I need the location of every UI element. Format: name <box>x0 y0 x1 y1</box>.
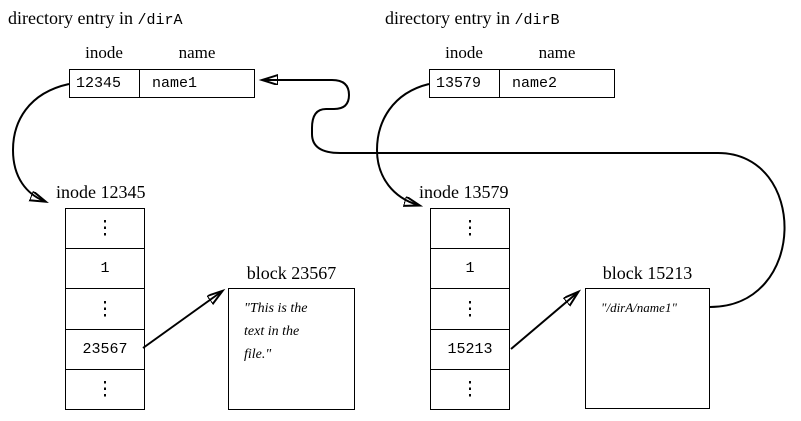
inode-13579-row-link-count: 1 <box>431 249 509 290</box>
title-dirB-path: /dirB <box>514 12 560 29</box>
arrow-inode12345-to-block23567 <box>142 292 221 349</box>
inode-13579-row-dots-2: ⋮ <box>431 289 509 330</box>
dirB-header-inode: inode <box>445 43 483 62</box>
arrow-inode13579-to-block15213 <box>510 293 577 350</box>
inode-12345-row-link-count: 1 <box>66 249 144 290</box>
title-dirA-path: /dirA <box>137 12 183 29</box>
block-23567-line-1: "This is the <box>244 301 308 316</box>
dirB-name-cell: name2 <box>512 75 558 92</box>
dirB-header-name: name <box>538 43 576 62</box>
title-dirA: directory entry in /dirA <box>8 8 182 29</box>
dirA-name-cell: name1 <box>152 75 198 92</box>
block-15213-line-1: "/dirA/name1" <box>601 300 677 315</box>
inode-12345-row-block-ptr: 23567 <box>66 330 144 370</box>
title-dirA-prefix: directory entry in <box>8 8 138 28</box>
block-15213-box: "/dirA/name1" <box>585 288 710 409</box>
block-15213-text: "/dirA/name1" <box>586 289 709 319</box>
inode-13579-row-dots-1: ⋮ <box>431 209 509 250</box>
block-15213-label: block 15213 <box>602 263 693 283</box>
block-23567-text: "This is the text in the file." <box>229 289 354 366</box>
inode-12345-row-dots-1: ⋮ <box>66 209 144 250</box>
inode-12345-table: ⋮ 1 ⋮ 23567 ⋮ <box>65 208 145 410</box>
block-23567-box: "This is the text in the file." <box>228 288 355 410</box>
block-23567-line-3: file." <box>244 347 272 362</box>
dirB-entry-table: 13579 name2 <box>429 69 615 98</box>
dirA-inode-cell: 12345 <box>70 70 140 97</box>
dirA-entry-table: 12345 name1 <box>69 69 255 98</box>
title-dirB-prefix: directory entry in <box>385 8 515 28</box>
inode-13579-row-dots-3: ⋮ <box>460 378 480 400</box>
inode-13579-row-block-ptr: 15213 <box>431 330 509 370</box>
inode-12345-row-dots-2: ⋮ <box>66 289 144 330</box>
title-dirB: directory entry in /dirB <box>385 8 559 29</box>
inode-13579-table: ⋮ 1 ⋮ 15213 ⋮ <box>430 208 510 410</box>
dirA-header-inode: inode <box>85 43 123 62</box>
dirA-header-name: name <box>178 43 216 62</box>
inode-13579-label: inode 13579 <box>419 182 509 202</box>
inode-12345-row-dots-3: ⋮ <box>95 378 115 400</box>
dirB-inode-cell: 13579 <box>430 70 500 97</box>
block-23567-line-2: text in the <box>244 324 300 339</box>
inode-12345-label: inode 12345 <box>56 182 146 202</box>
block-23567-label: block 23567 <box>246 263 337 283</box>
